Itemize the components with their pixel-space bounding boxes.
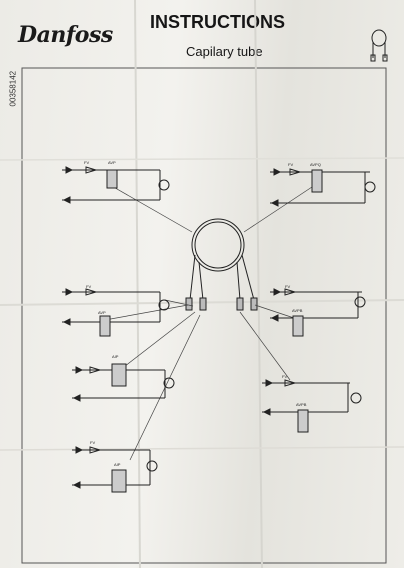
danfoss-logo: Danfoss: [18, 22, 113, 48]
unit-mid-right: [270, 288, 366, 337]
label-fv: FV: [282, 374, 287, 379]
label-fv: FV: [90, 440, 95, 445]
label-fv: FV: [288, 162, 293, 167]
component-labels: FV AVP FV AVPQ FV AVP FV AVPB AIP FV AVP…: [84, 160, 321, 467]
label-avp: AVP: [98, 310, 106, 315]
fold-line: [134, 0, 141, 568]
fold-line: [0, 446, 404, 451]
capillary-coil: [185, 218, 258, 311]
page-subtitle: Capilary tube: [186, 44, 263, 59]
leader-lines: [104, 184, 316, 461]
unit-lower-left: [72, 363, 175, 402]
label-avp: AVP: [108, 160, 116, 165]
unit-top-left: [62, 166, 170, 204]
unit-top-right: [270, 168, 376, 207]
unit-lower-right: [262, 379, 362, 433]
unit-bottom-left: [72, 446, 158, 493]
label-fv: FV: [86, 284, 91, 289]
label-avpb: AVPB: [292, 308, 303, 313]
page-frame: [21, 67, 387, 564]
fold-line: [0, 157, 404, 161]
label-fv: FV: [285, 284, 290, 289]
capillary-icon: [370, 29, 388, 62]
page-title: INSTRUCTIONS: [150, 12, 285, 32]
label-avpq: AVPQ: [310, 162, 321, 167]
label-fv: FV: [84, 160, 89, 165]
label-aip: AIP: [114, 462, 121, 467]
label-aip: AIP: [112, 354, 119, 359]
fold-line: [254, 0, 263, 568]
label-avpb: AVPB: [296, 402, 307, 407]
unit-mid-left: [62, 288, 170, 337]
